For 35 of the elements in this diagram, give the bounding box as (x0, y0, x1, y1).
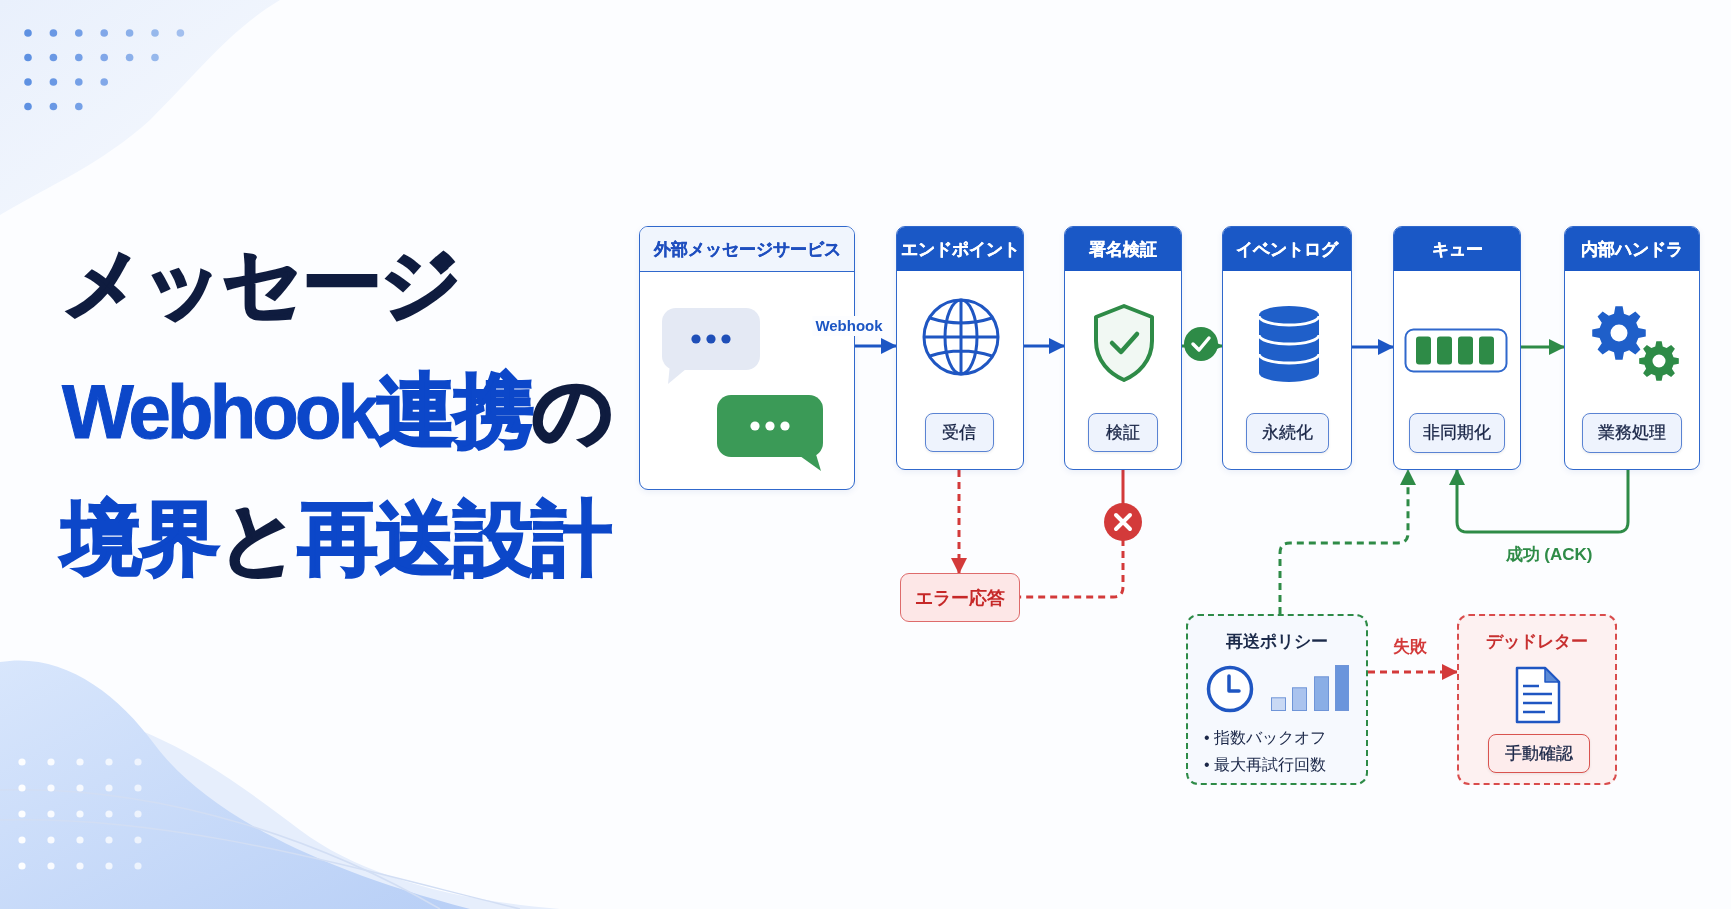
arrow (1521, 339, 1565, 355)
arrow (1352, 339, 1394, 355)
card-header: 署名検証 (1065, 227, 1181, 271)
process-card (1393, 226, 1521, 470)
bullet-item: • 最大再試行回数 (1204, 755, 1327, 775)
step-tag: 永続化 (1245, 412, 1329, 453)
process-card (896, 226, 1024, 470)
panel-title: デッドレター (1486, 631, 1588, 653)
card-header: イベントログ (1223, 227, 1351, 271)
edge-label: 失敗 (1390, 637, 1430, 657)
process-card (1564, 226, 1700, 470)
dead-letter-panel (1457, 614, 1617, 785)
retry-policy-panel (1186, 614, 1368, 785)
process-card (1064, 226, 1182, 470)
arrow (855, 338, 897, 354)
arrow (951, 470, 967, 574)
step-tag: 業務処理 (1581, 412, 1682, 453)
card-header: キュー (1394, 227, 1520, 271)
connector-line (1020, 470, 1125, 599)
error-response-box: エラー応答 (900, 573, 1020, 622)
step-tag: 検証 (1087, 412, 1158, 452)
arrow (1449, 469, 1630, 534)
arrow (1024, 338, 1065, 354)
process-card (1222, 226, 1352, 470)
step-tag: 手動確認 (1487, 733, 1590, 773)
panel-title: 再送ポリシー (1226, 631, 1328, 653)
step-tag: 非同期化 (1408, 412, 1505, 453)
arrow (1368, 664, 1458, 680)
card-header: 外部メッセージサービス (640, 227, 854, 272)
card-header: 内部ハンドラ (1565, 227, 1699, 271)
card-header: エンドポイント (897, 227, 1023, 271)
bullet-item: • 指数バックオフ (1204, 728, 1327, 748)
edge-label: Webhook (812, 316, 886, 336)
step-tag: 受信 (924, 412, 994, 452)
arrow (1278, 469, 1416, 614)
